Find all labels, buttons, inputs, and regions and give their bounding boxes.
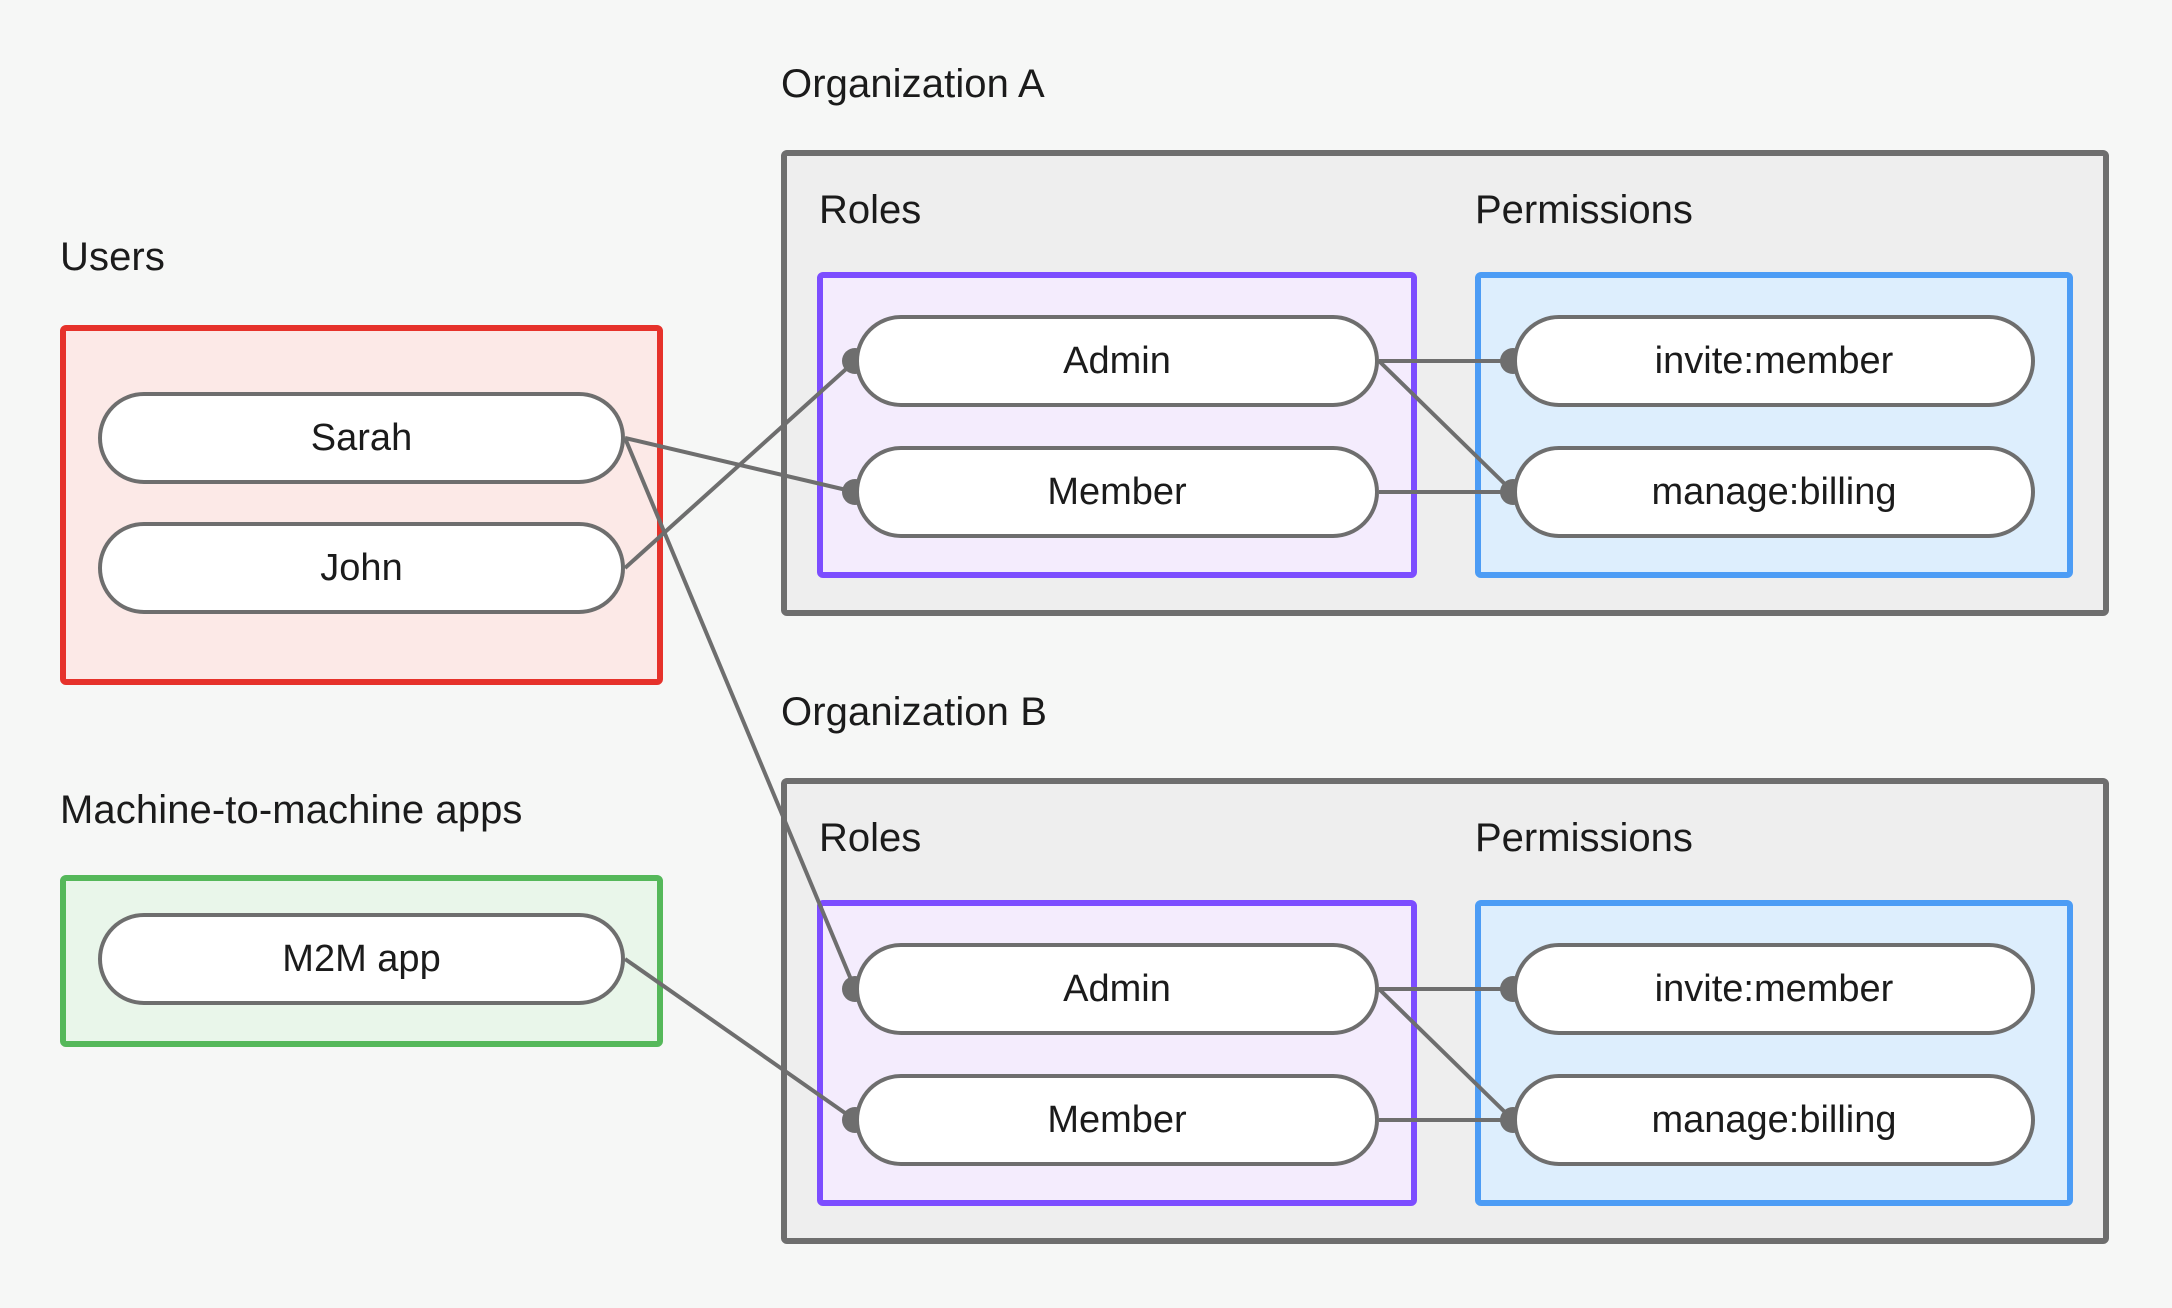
organization-a-permission-invite-member[interactable]: invite:member	[1513, 315, 2035, 407]
organization-b-title: Organization B	[781, 690, 1047, 734]
users-container	[60, 325, 663, 685]
organization-b-role-admin[interactable]: Admin	[855, 943, 1379, 1035]
organization-b-permission-invite-member[interactable]: invite:member	[1513, 943, 2035, 1035]
organization-b-permission-manage-billing[interactable]: manage:billing	[1513, 1074, 2035, 1166]
m2m-app-node[interactable]: M2M app	[98, 913, 625, 1005]
organization-a-permission-manage-billing[interactable]: manage:billing	[1513, 446, 2035, 538]
user-node-sarah[interactable]: Sarah	[98, 392, 625, 484]
organization-a-permissions-label: Permissions	[1475, 188, 1693, 232]
organization-a-roles-label: Roles	[819, 188, 922, 232]
organization-b-roles-label: Roles	[819, 816, 922, 860]
users-group-title: Users	[60, 235, 165, 279]
organization-a-title: Organization A	[781, 62, 1045, 106]
user-node-john[interactable]: John	[98, 522, 625, 614]
machine-apps-group-title: Machine-to-machine apps	[60, 788, 523, 832]
organization-b-permissions-label: Permissions	[1475, 816, 1693, 860]
organization-b-role-member[interactable]: Member	[855, 1074, 1379, 1166]
organization-a-role-admin[interactable]: Admin	[855, 315, 1379, 407]
organization-a-role-member[interactable]: Member	[855, 446, 1379, 538]
